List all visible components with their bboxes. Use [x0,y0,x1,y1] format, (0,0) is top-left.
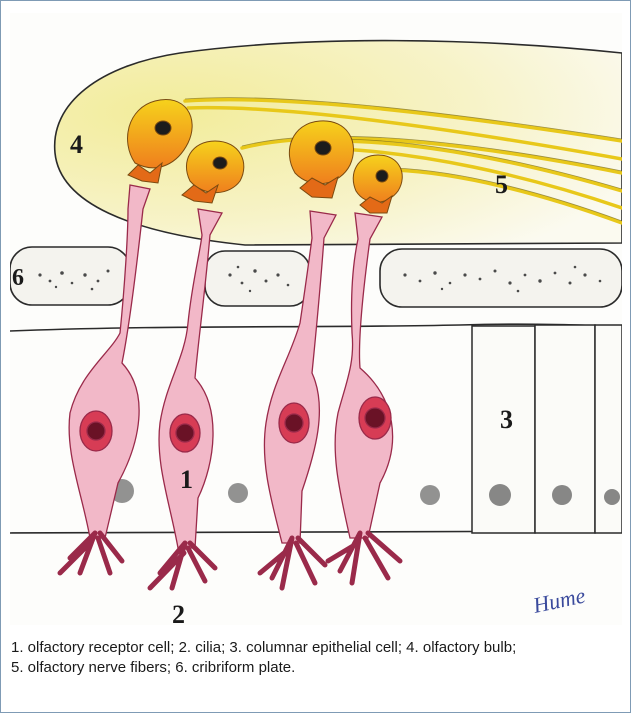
figure-caption: 1. olfactory receptor cell; 2. cilia; 3.… [11,638,623,678]
label-columnar-cell: 3 [500,405,513,434]
label-cribriform-plate: 6 [12,265,24,291]
caption-line-2: 5. olfactory nerve fibers; 6. cribriform… [11,658,623,678]
label-cilia: 2 [172,600,185,625]
olfactory-epithelium-illustration: 1 2 3 4 5 6 Hume [10,13,622,625]
caption-line-1: 1. olfactory receptor cell; 2. cilia; 3.… [11,638,623,658]
label-nerve-fibers: 5 [495,170,508,199]
label-olfactory-bulb: 4 [70,130,83,159]
label-receptor-cell: 1 [180,465,193,494]
